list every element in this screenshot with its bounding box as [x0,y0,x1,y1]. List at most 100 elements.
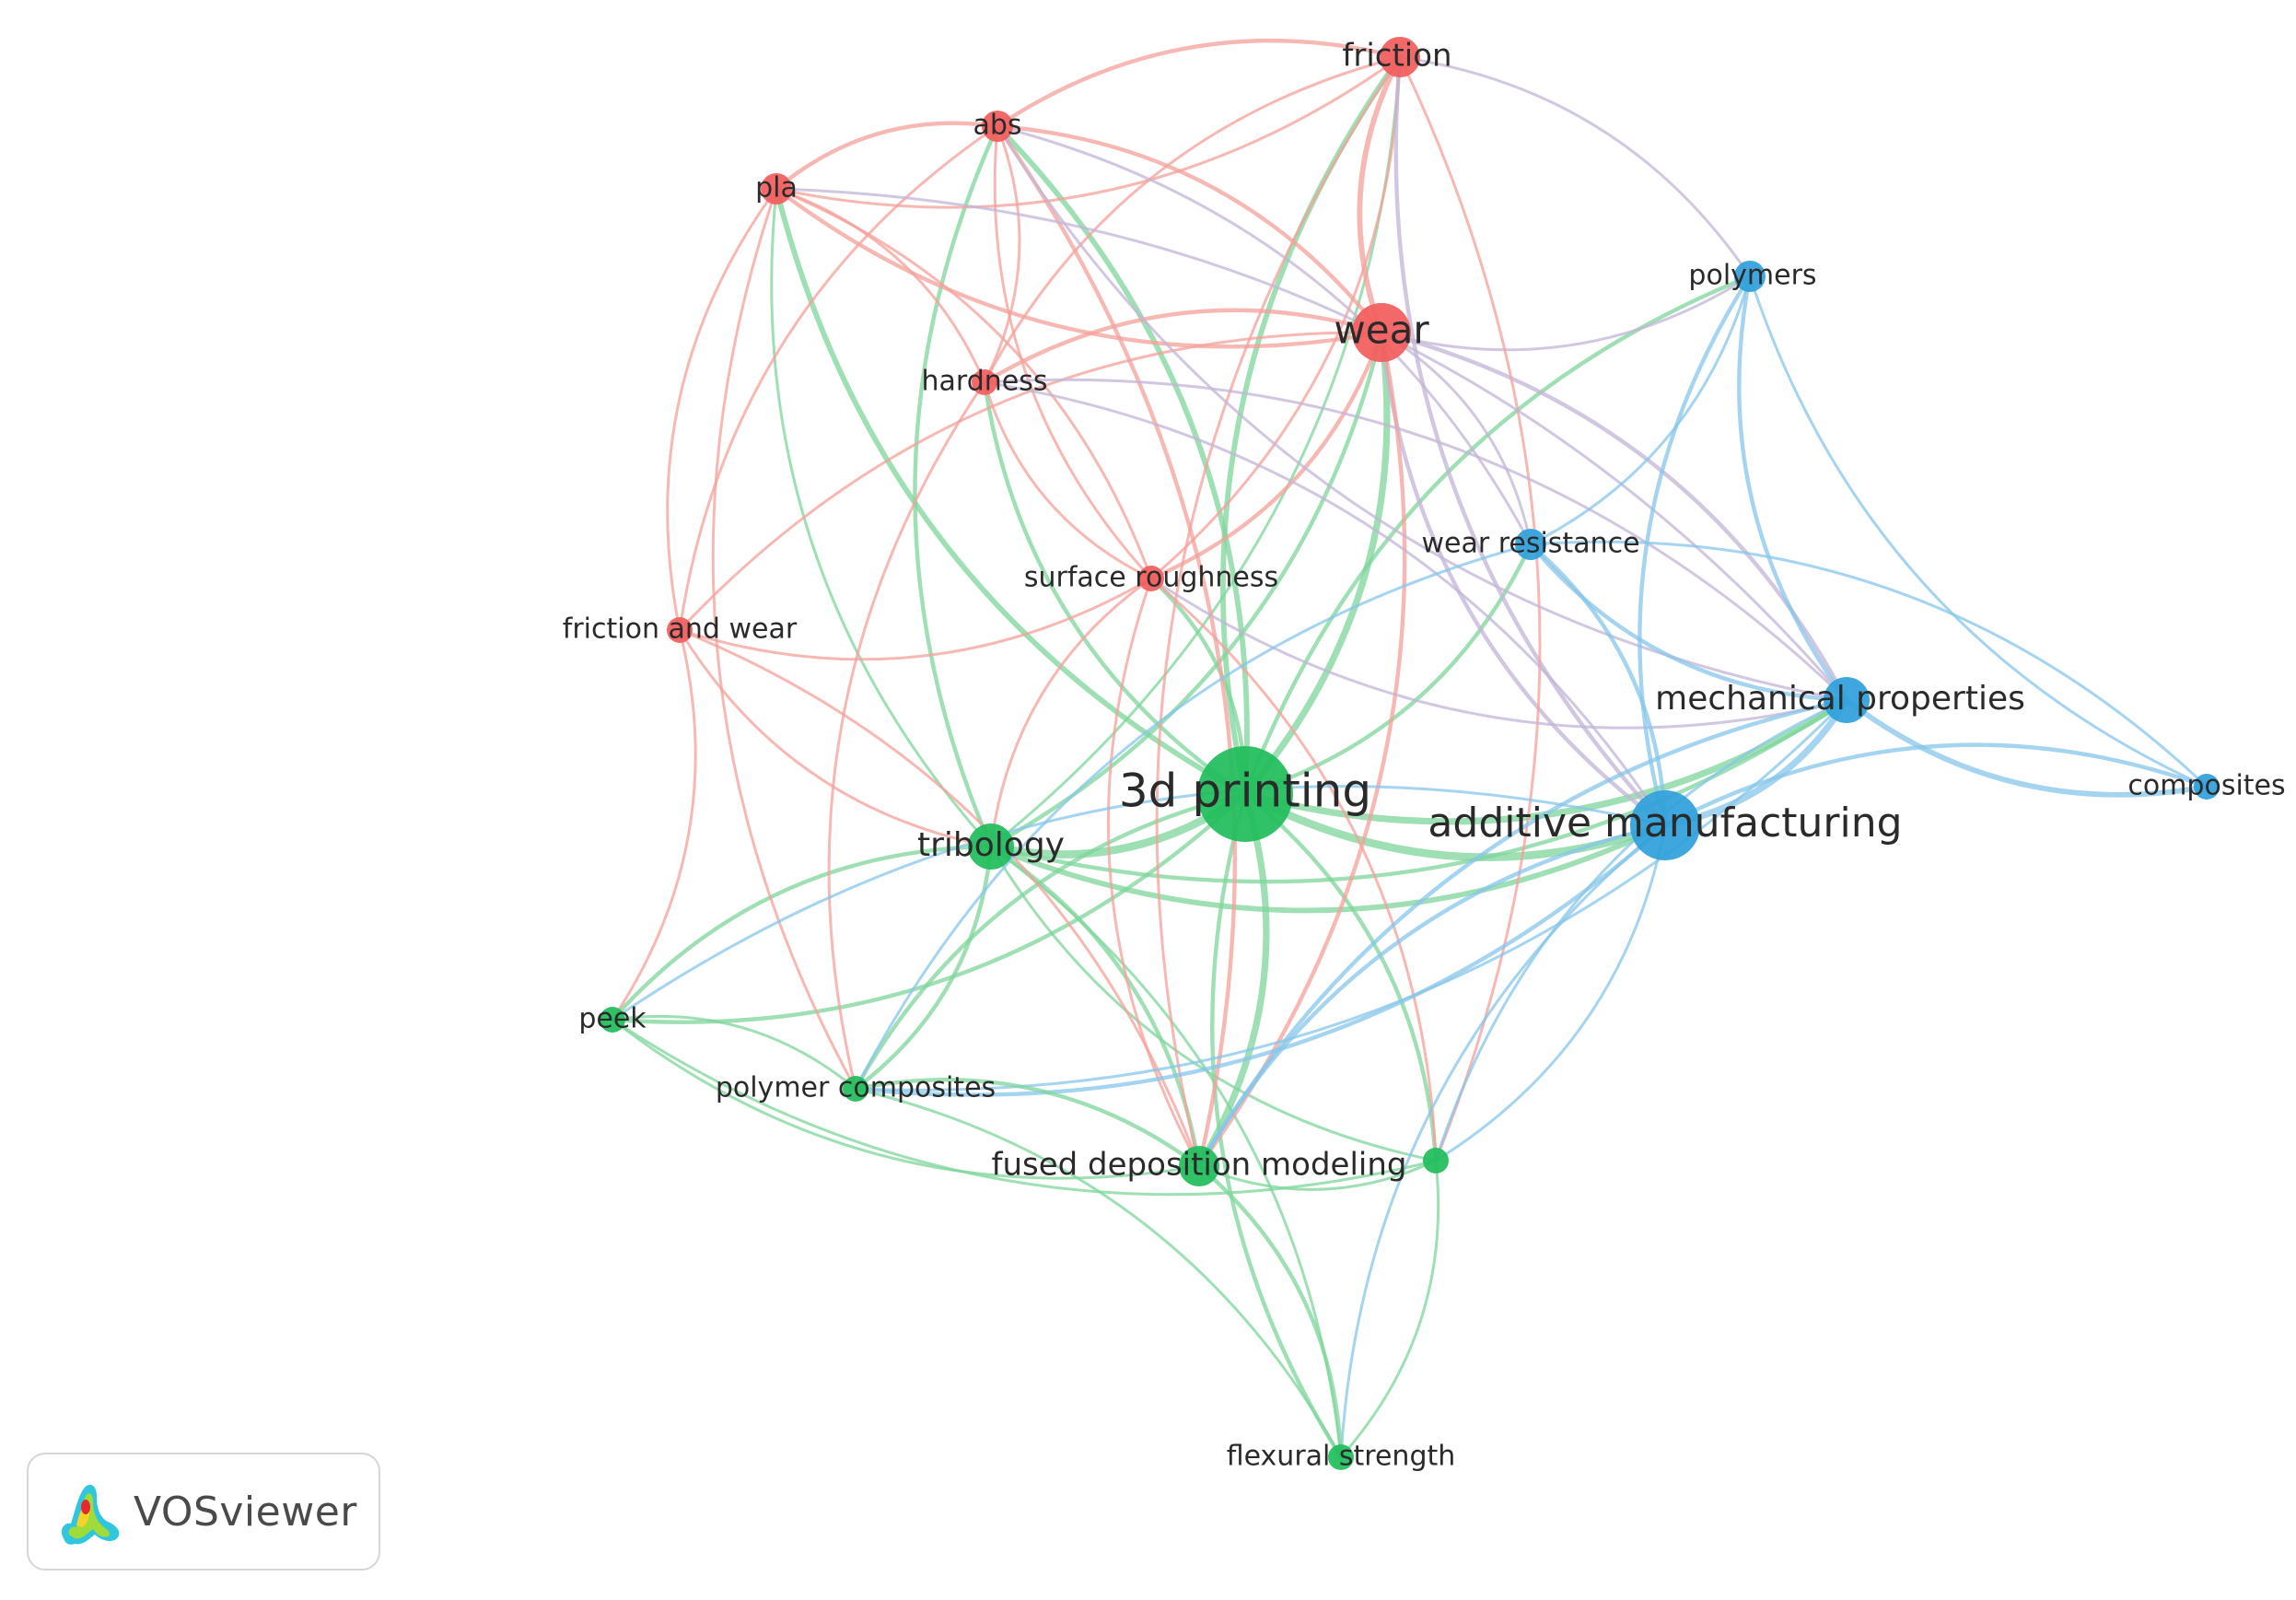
link-wear-fused-deposition-modeling [1196,330,1407,1169]
label-polymers: polymers [1688,260,1816,292]
link-3d-printing-mechanical-properties [1241,696,1850,825]
label-3d-printing: 3d printing [1119,765,1371,818]
node-unlabeled-green[interactable] [1423,1148,1449,1174]
link-abs-fused-deposition-modeling [995,123,1238,1169]
node-fused-deposition-modeling[interactable] [1179,1146,1219,1186]
link-mechanical-properties-wear-resistance [1528,542,1849,703]
link-polymers-composites [1748,274,2209,788]
node-friction[interactable] [1380,37,1420,77]
link-wear-resistance-polymer-composites [854,543,1533,1091]
link-wear-wear-resistance [1380,331,1533,546]
link-abs-friction-and-wear [678,124,999,632]
node-flexural-strength[interactable] [1328,1444,1354,1470]
link-3d-printing-hardness [982,380,1248,797]
node-polymers[interactable] [1734,261,1766,292]
node-pla[interactable] [761,173,792,204]
link-pla-surface-roughness [775,187,1153,580]
label-abs: abs [973,110,1021,142]
label-polymer-composites: polymer composites [716,1072,996,1104]
link-additive-manufacturing-peek [611,785,1667,1022]
links-layer [610,38,2209,1460]
label-mechanical-properties: mechanical properties [1655,680,2025,718]
link-tribology-abs [913,123,1000,849]
link-3d-printing-abs [995,123,1250,797]
link-3d-printing-friction [1220,54,1403,797]
link-tribology-peek [610,844,994,1022]
link-friction-fused-deposition-modeling [1155,55,1402,1168]
link-3d-printing-wear [1241,329,1391,798]
link-polymer-composites-flexural-strength [854,1087,1343,1459]
vosviewer-badge: VOSviewer [27,1453,380,1571]
link-surface-roughness-friction-and-wear [678,577,1153,661]
link-fused-deposition-modeling-polymer-composites [853,1078,1202,1169]
link-surface-roughness-fused-deposition-modeling [1106,577,1201,1168]
link-3d-printing-additive-manufacturing [1241,789,1670,861]
link-mechanical-properties-fused-deposition-modeling [1196,697,1849,1169]
node-mechanical-properties[interactable] [1824,677,1870,723]
link-abs-pla [774,121,1000,192]
link-additive-manufacturing-flexural-strength [1339,823,1667,1459]
node-surface-roughness[interactable] [1138,566,1164,591]
node-polymer-composites[interactable] [843,1076,868,1102]
link-friction-hardness [983,55,1402,384]
label-wear-resistance: wear resistance [1421,528,1639,560]
link-wear-friction [1357,54,1403,335]
label-wear: wear [1334,308,1429,353]
link-fused-deposition-modeling-unlabeled-green [1197,1159,1438,1191]
link-friction-unlabeled-green [1398,55,1542,1162]
node-additive-manufacturing[interactable] [1630,790,1700,860]
link-hardness-additive-manufacturing [983,380,1667,827]
node-composites[interactable] [2194,774,2220,800]
node-peek[interactable] [600,1007,625,1033]
link-surface-roughness-mechanical-properties [1149,577,1848,730]
link-additive-manufacturing-unlabeled-green [1434,823,1667,1162]
link-hardness-mechanical-properties [983,378,1848,702]
link-mechanical-properties-composites [1844,697,2209,798]
link-polymers-wear-resistance [1529,274,1752,546]
label-additive-manufacturing: additive manufacturing [1428,800,1902,847]
link-wear-abs [995,123,1384,335]
link-tribology-additive-manufacturing [988,823,1668,914]
link-abs-hardness [983,124,1021,384]
link-flexural-strength-unlabeled-green [1339,1159,1440,1459]
link-additive-manufacturing-wear-resistance [1528,542,1668,828]
link-3d-printing-polymers [1242,274,1753,797]
link-friction-polymers [1398,55,1752,278]
link-abs-mechanical-properties [996,124,1848,702]
link-friction-and-wear-tribology [678,628,993,848]
link-wear-friction-and-wear [678,331,1383,632]
link-mechanical-properties-polymer-composites [854,698,1848,1092]
link-hardness-surface-roughness [983,380,1153,580]
link-surface-roughness-unlabeled-green [1149,577,1438,1162]
label-surface-roughness: surface roughness [1024,562,1278,594]
node-3d-printing[interactable] [1197,746,1293,842]
node-abs[interactable] [982,111,1013,142]
link-wear-hardness [982,308,1384,385]
node-tribology[interactable] [968,823,1014,870]
label-peek: peek [578,1003,647,1035]
node-wear-resistance[interactable] [1515,529,1546,560]
link-wear-resistance-composites [1529,540,2209,788]
label-friction: friction [1342,38,1451,75]
link-wear-mechanical-properties [1379,330,1849,703]
node-friction-and-wear[interactable] [667,617,693,643]
link-tribology-pla [770,187,993,848]
link-mechanical-properties-unlabeled-green [1434,698,1848,1162]
label-pla: pla [755,172,798,204]
link-tribology-polymer-composites [853,844,994,1092]
link-tribology-friction [989,55,1402,848]
link-additive-manufacturing-composites [1662,742,2209,828]
label-flexural-strength: flexural strength [1227,1441,1456,1473]
link-hardness-polymer-composites [827,380,986,1091]
node-hardness[interactable] [972,369,997,395]
link-mechanical-properties-polymers [1737,274,1849,703]
label-friction-and-wear: friction and wear [563,613,798,646]
link-pla-friction-and-wear [666,187,778,632]
node-wear[interactable] [1352,303,1411,362]
link-tribology-mechanical-properties [988,697,1849,884]
vosviewer-logo-icon [61,1484,120,1545]
link-friction-and-wear-peek [611,628,697,1022]
link-surface-roughness-tribology [989,577,1153,848]
